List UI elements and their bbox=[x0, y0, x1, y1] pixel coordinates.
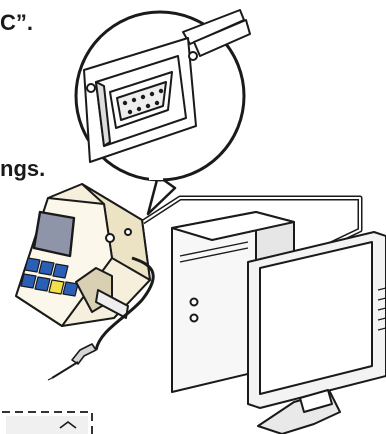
handheld-device-icon bbox=[16, 184, 150, 326]
dashed-callout-box bbox=[2, 412, 92, 434]
device-screen-icon bbox=[34, 212, 74, 256]
computer-monitor-icon bbox=[248, 232, 386, 434]
